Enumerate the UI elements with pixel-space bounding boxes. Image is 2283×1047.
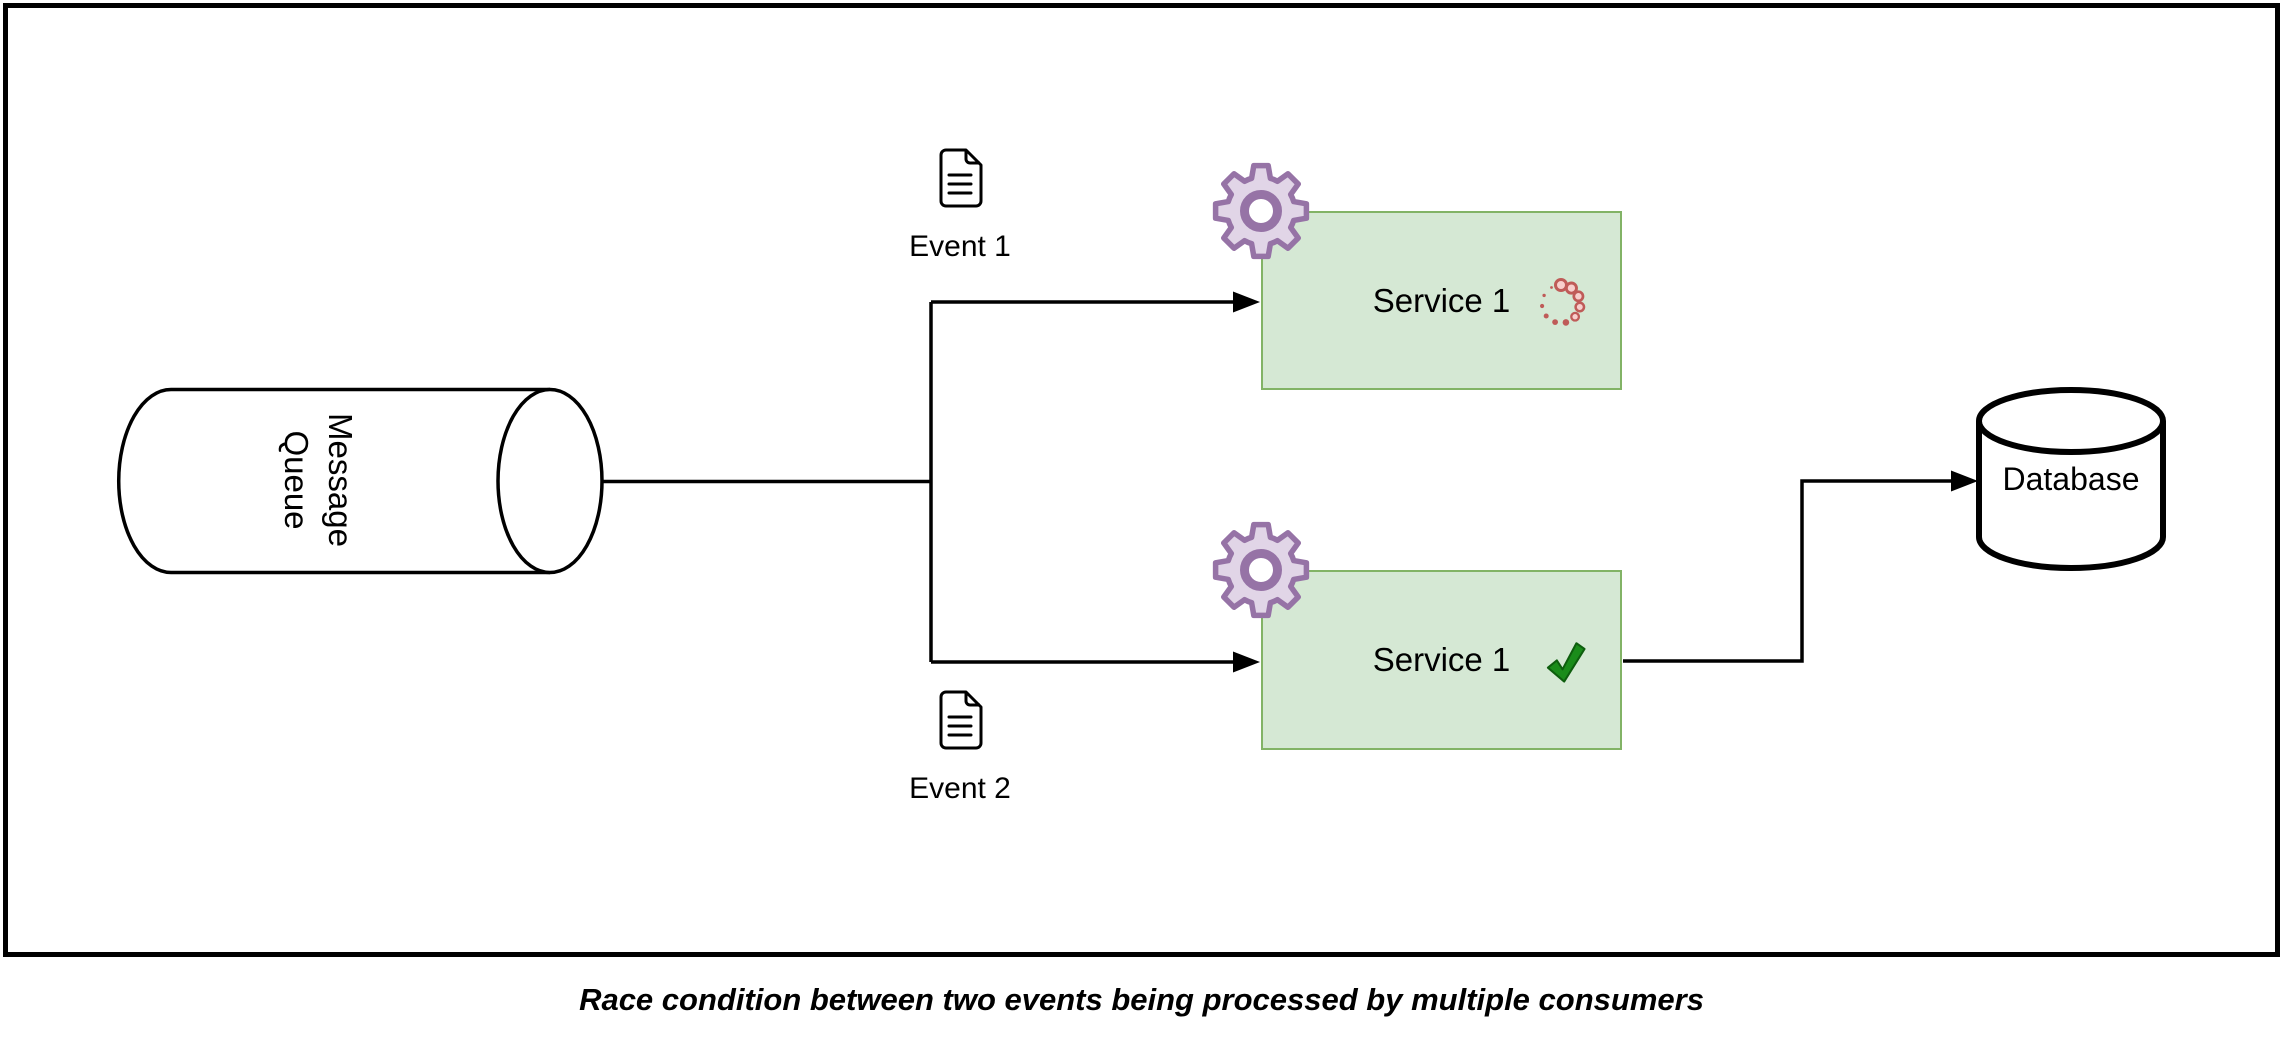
connector-path bbox=[602, 300, 1954, 664]
message-queue-label: Message Queue bbox=[278, 413, 359, 547]
service1-box: Service 1 bbox=[1261, 211, 1622, 390]
arrowhead-to-service2 bbox=[1233, 651, 1260, 673]
diagram-border bbox=[3, 3, 2280, 957]
gear-icon bbox=[1212, 162, 1310, 260]
document-icon bbox=[939, 148, 983, 208]
service2-box: Service 1 bbox=[1261, 570, 1622, 750]
event1-label: Event 1 bbox=[909, 230, 1011, 263]
check-mark-icon bbox=[1546, 642, 1586, 683]
document-icon bbox=[939, 690, 983, 750]
service2-label: Service 1 bbox=[1372, 641, 1511, 678]
arrowhead-to-service1 bbox=[1233, 291, 1260, 313]
service1-label: Service 1 bbox=[1372, 281, 1511, 319]
loading-spinner-icon bbox=[1540, 278, 1586, 326]
arrowhead-to-database bbox=[1951, 470, 1978, 492]
database-label: Database bbox=[2002, 460, 2140, 497]
diagram-caption: Race condition between two events being … bbox=[579, 982, 1704, 1017]
message-queue-cylinder bbox=[117, 387, 604, 575]
event2-label: Event 2 bbox=[909, 772, 1011, 805]
database-cylinder bbox=[1976, 387, 2166, 571]
gear-icon bbox=[1212, 521, 1310, 619]
